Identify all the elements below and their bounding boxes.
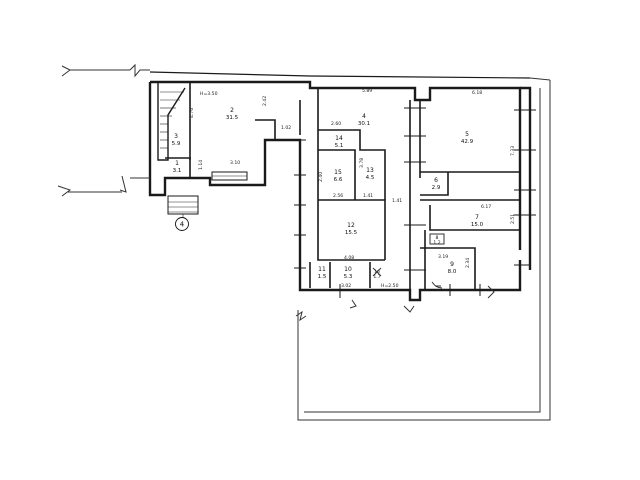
- dimension-label: 3.02: [341, 283, 351, 289]
- dimension-label: 3.19: [438, 254, 448, 260]
- dimension-label: 6.18: [472, 90, 482, 96]
- doors: [372, 267, 443, 289]
- room-area: 30.1: [358, 121, 370, 127]
- dimension-label: 1.41: [392, 198, 402, 204]
- room-number: 7: [475, 214, 479, 221]
- dimension-label: 7.33: [510, 146, 516, 156]
- room-9: 9 8.0: [448, 261, 457, 275]
- room-area: 2.9: [432, 185, 441, 191]
- dimension-label: 2.34: [465, 258, 471, 268]
- entrance-steps: [167, 171, 248, 218]
- dimension-label: 1.41: [363, 193, 373, 199]
- room-area: 5.1: [335, 143, 344, 149]
- room-number: 2: [230, 107, 234, 114]
- room-number: 3: [174, 133, 178, 140]
- room-number: 9: [450, 261, 454, 268]
- interior-walls: [165, 82, 520, 290]
- room-10: 10 5.3: [344, 266, 353, 280]
- outer-walls: [148, 71, 532, 302]
- room-1: 1 3.1: [173, 160, 182, 174]
- room-number: 15: [334, 169, 342, 176]
- room-4: 4 30.1: [358, 113, 370, 127]
- dimension-label: 2.51: [510, 214, 516, 224]
- room-14: 14 5.1: [335, 135, 344, 149]
- entrance-marker-label: 4: [180, 221, 185, 229]
- room-number: 1: [175, 160, 179, 167]
- dimension-label: 3.10: [230, 160, 240, 166]
- room-number: 10: [344, 266, 352, 273]
- dimension-label: 6.17: [481, 204, 491, 210]
- ceiling-height-label: H=2.50: [381, 283, 399, 289]
- dimension-label: 5.89: [362, 88, 372, 94]
- room-11: 11 1.5: [318, 266, 327, 280]
- room-area: 15.0: [471, 222, 484, 228]
- dimension-label: 2.56: [333, 193, 343, 199]
- room-15: 15 6.6: [334, 169, 343, 183]
- room-area: 4.5: [366, 175, 375, 181]
- dimension-label: 4.08: [344, 255, 354, 261]
- windows: [294, 107, 536, 298]
- sheet-border: [297, 77, 551, 421]
- room-area: 15.5: [345, 230, 358, 236]
- room-number: 12: [347, 222, 355, 229]
- room-number: 8: [436, 235, 439, 241]
- room-area: 3.1: [173, 168, 182, 174]
- room-area: 42.9: [461, 139, 474, 145]
- room-number: 13: [366, 167, 374, 174]
- room-area: 8.0: [448, 269, 457, 275]
- room-number: 14: [335, 135, 343, 142]
- dimension-label: 3.78: [359, 158, 365, 168]
- room-7: 7 15.0: [471, 214, 484, 228]
- room-12: 12 15.5: [345, 222, 358, 236]
- dimension-label: 2.40: [318, 172, 324, 182]
- break-lines: [295, 285, 495, 322]
- room-3: 3 5.9: [172, 133, 181, 147]
- room-area: 5.3: [344, 274, 353, 280]
- room-number: 11: [318, 266, 326, 273]
- room-area: 6.6: [334, 177, 343, 183]
- dimension-label: 4.76: [189, 108, 195, 118]
- room-area: 1.7: [373, 274, 380, 280]
- room-2: 2 31.5: [226, 107, 239, 121]
- dimension-label: 1.14: [198, 160, 204, 170]
- left-annex: [57, 63, 150, 197]
- dimension-label: 1.02: [281, 125, 291, 131]
- room-8: 8 1.2: [433, 235, 440, 246]
- ceiling-height-label: H=3.50: [200, 91, 218, 97]
- staircase: [157, 82, 186, 161]
- dimension-label: 2.60: [331, 121, 341, 127]
- room-number: 4: [362, 113, 366, 120]
- dimension-label: 2.42: [262, 96, 268, 106]
- room-area: 5.9: [172, 141, 181, 147]
- entrance-marker: 4: [175, 217, 189, 231]
- dimension-labels: 4.76 2.42 1.02 3.10 1.14 5.89 6.18 7.33 …: [189, 88, 516, 289]
- room-number: 6: [434, 177, 438, 184]
- room-6: 6 2.9: [432, 177, 441, 191]
- room-13: 13 4.5: [366, 167, 375, 181]
- room-number: 5: [465, 131, 469, 138]
- room-area: 1.5: [318, 274, 327, 280]
- room-area: 31.5: [226, 115, 239, 121]
- room-5: 5 42.9: [461, 131, 474, 145]
- room-area: 1.2: [433, 240, 440, 246]
